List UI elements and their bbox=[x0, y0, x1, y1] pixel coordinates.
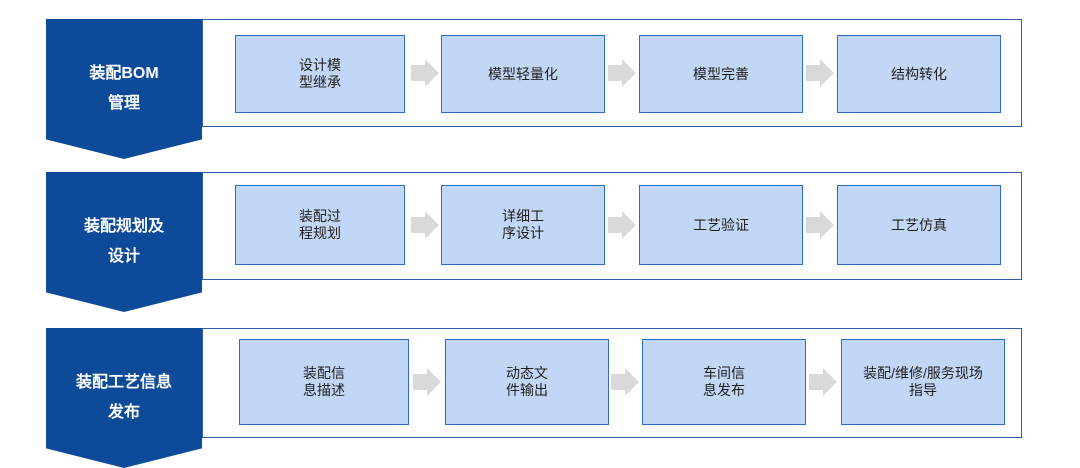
right-arrow-icon bbox=[411, 211, 439, 239]
step-label: 模型轻量化 bbox=[488, 65, 558, 82]
row-chevron-publish: 装配工艺信息 发布 bbox=[46, 328, 202, 468]
step-label: 装配/维修/服务现场 指导 bbox=[863, 365, 983, 398]
step-dynamic-file-output: 动态文 件输出 bbox=[445, 339, 609, 425]
step-label: 车间信 息发布 bbox=[703, 365, 745, 398]
step-workshop-publish: 车间信 息发布 bbox=[642, 339, 806, 425]
right-arrow-icon bbox=[806, 211, 834, 239]
step-process-verify: 工艺验证 bbox=[639, 185, 803, 265]
step-field-guidance: 装配/维修/服务现场 指导 bbox=[841, 339, 1005, 425]
step-detailed-design: 详细工 序设计 bbox=[441, 185, 605, 265]
row-frame-planning: 装配过 程规划 详细工 序设计 工艺验证 工艺仿真 bbox=[202, 172, 1022, 280]
row-label-planning: 装配规划及 设计 bbox=[83, 218, 164, 265]
step-label: 工艺仿真 bbox=[891, 216, 947, 233]
row-label-publish: 装配工艺信息 发布 bbox=[75, 374, 172, 421]
step-info-description: 装配信 息描述 bbox=[239, 339, 409, 425]
step-process-simulation: 工艺仿真 bbox=[837, 185, 1001, 265]
right-arrow-icon bbox=[809, 368, 837, 396]
step-design-model-inherit: 设计模 型继承 bbox=[235, 35, 405, 113]
step-label: 模型完善 bbox=[693, 65, 749, 82]
step-model-lightweight: 模型轻量化 bbox=[441, 35, 605, 113]
right-arrow-icon bbox=[608, 59, 636, 87]
row-frame-publish: 装配信 息描述 动态文 件输出 车间信 息发布 装配/维修/服务现场 指导 bbox=[202, 328, 1022, 438]
right-arrow-icon bbox=[611, 368, 639, 396]
step-label: 动态文 件输出 bbox=[506, 365, 548, 398]
row-label-bom: 装配BOM 管理 bbox=[89, 65, 159, 112]
row-frame-bom: 设计模 型继承 模型轻量化 模型完善 结构转化 bbox=[202, 19, 1022, 127]
process-row-publish: 装配工艺信息 发布 装配信 息描述 动态文 件输出 车间信 息发布 装配/维修/… bbox=[0, 328, 1080, 468]
right-arrow-icon bbox=[413, 368, 441, 396]
step-label: 装配信 息描述 bbox=[303, 365, 345, 398]
row-chevron-planning: 装配规划及 设计 bbox=[46, 172, 202, 312]
step-process-planning: 装配过 程规划 bbox=[235, 185, 405, 265]
process-row-bom: 装配BOM 管理 设计模 型继承 模型轻量化 模型完善 结构转化 bbox=[0, 0, 1080, 160]
step-label: 设计模 型继承 bbox=[299, 57, 341, 90]
right-arrow-icon bbox=[411, 59, 439, 87]
step-label: 工艺验证 bbox=[693, 216, 749, 233]
step-label: 详细工 序设计 bbox=[502, 208, 544, 241]
step-label: 结构转化 bbox=[891, 65, 947, 82]
right-arrow-icon bbox=[806, 59, 834, 87]
step-model-complete: 模型完善 bbox=[639, 35, 803, 113]
process-row-planning: 装配规划及 设计 装配过 程规划 详细工 序设计 工艺验证 工艺仿真 bbox=[0, 172, 1080, 312]
step-label: 装配过 程规划 bbox=[299, 208, 341, 241]
row-chevron-bom: 装配BOM 管理 bbox=[46, 19, 202, 159]
right-arrow-icon bbox=[608, 211, 636, 239]
step-structure-convert: 结构转化 bbox=[837, 35, 1001, 113]
